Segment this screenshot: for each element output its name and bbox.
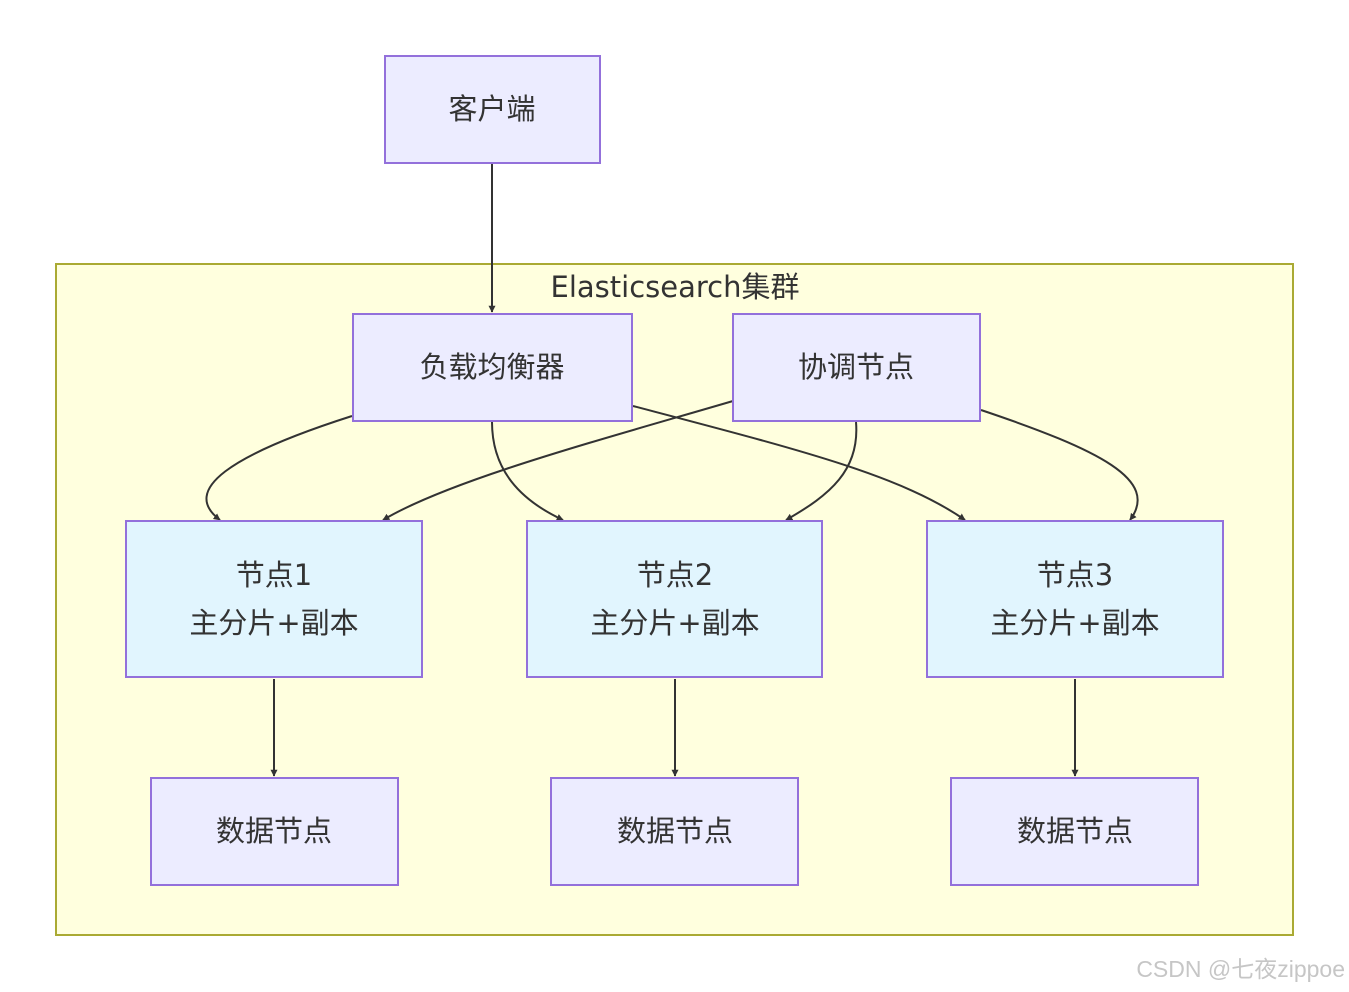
shard-node-2-title: 节点2	[637, 558, 713, 592]
load-balancer-node: 负载均衡器	[352, 313, 633, 422]
edge-lb-to-node3	[632, 405, 966, 521]
data-node-2: 数据节点	[550, 777, 799, 886]
shard-node-1-subtitle: 主分片+副本	[189, 606, 358, 640]
data-node-2-label: 数据节点	[617, 814, 733, 848]
shard-node-2-subtitle: 主分片+副本	[590, 606, 759, 640]
data-node-3: 数据节点	[950, 777, 1199, 886]
cluster-label: Elasticsearch集群	[551, 270, 800, 304]
edge-lb-to-node1	[205, 415, 353, 521]
shard-node-3: 节点3 主分片+副本	[926, 520, 1224, 678]
client-label: 客户端	[448, 92, 535, 126]
shard-node-1: 节点1 主分片+副本	[125, 520, 423, 678]
shard-node-3-title: 节点3	[1037, 558, 1113, 592]
edges	[205, 164, 1139, 777]
data-node-1-label: 数据节点	[216, 814, 332, 848]
edge-lb-to-node2	[491, 421, 564, 521]
watermark: CSDN @七夜zippoe	[1136, 956, 1345, 982]
shard-node-1-title: 节点1	[236, 558, 312, 592]
shard-node-2: 节点2 主分片+副本	[526, 520, 823, 678]
data-node-1: 数据节点	[150, 777, 399, 886]
shard-node-3-subtitle: 主分片+副本	[990, 606, 1159, 640]
load-balancer-label: 负载均衡器	[419, 350, 564, 384]
edge-coord-to-node1	[382, 400, 734, 521]
edge-coord-to-node2	[785, 421, 858, 521]
coordinating-node: 协调节点	[732, 313, 981, 422]
edge-coord-to-node3	[980, 409, 1139, 521]
client-node: 客户端	[384, 55, 601, 164]
data-node-3-label: 数据节点	[1017, 814, 1133, 848]
coordinating-node-label: 协调节点	[798, 350, 914, 384]
